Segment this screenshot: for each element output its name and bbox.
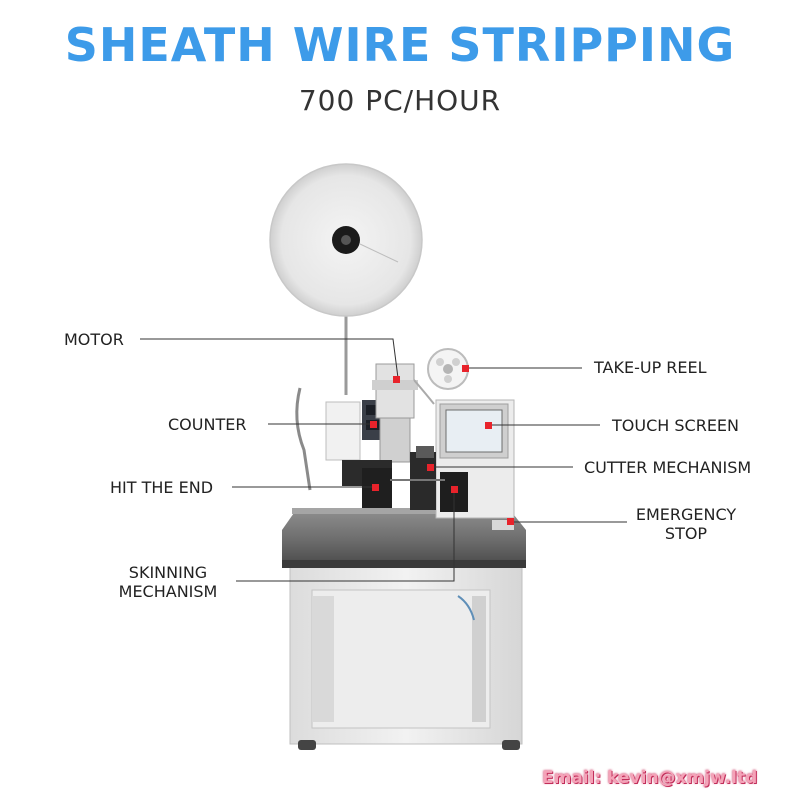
control-box <box>435 399 515 530</box>
motor-housing <box>375 363 415 419</box>
leader-lines <box>140 338 627 582</box>
markers <box>370 365 514 525</box>
touch-screen-display <box>445 409 503 453</box>
cutter-marker <box>427 464 434 471</box>
skinning-mechanism-label-line1: SKINNING <box>128 563 208 582</box>
skinning-mechanism-label-line2: MECHANISM <box>118 582 218 601</box>
emergency-stop-label-line1: EMERGENCY <box>635 505 737 524</box>
counter-marker <box>370 421 377 428</box>
motor-marker <box>393 376 400 383</box>
counter-label: COUNTER <box>168 415 247 434</box>
take-up-reel-marker <box>462 365 469 372</box>
hit-the-end-marker <box>372 484 379 491</box>
table-top <box>282 508 526 568</box>
skinning-leader <box>236 490 455 582</box>
emergency-stop-marker <box>507 518 514 525</box>
take-up-reel-wheel <box>413 348 469 405</box>
skinning-marker <box>451 486 458 493</box>
touch-screen-label: TOUCH SCREEN <box>612 416 739 435</box>
emergency-stop-label: EMERGENCY STOP <box>626 505 746 543</box>
motor-label: MOTOR <box>64 330 124 349</box>
take-up-reel-label: TAKE-UP REEL <box>594 358 707 377</box>
emergency-stop-label-line2: STOP <box>664 524 708 543</box>
touch-screen-marker <box>485 422 492 429</box>
motor-leader <box>140 338 399 379</box>
caster-left <box>298 740 316 750</box>
page-subtitle: 700 PC/HOUR <box>298 84 502 117</box>
caster-right <box>502 740 520 750</box>
email-watermark: Email: kevin@xmjw.ltd <box>542 768 758 788</box>
page-title: SHEATH WIRE STRIPPING <box>64 18 736 72</box>
hit-the-end-label: HIT THE END <box>110 478 214 497</box>
cutter-mechanism-label: CUTTER MECHANISM <box>584 458 752 477</box>
cabinet <box>289 565 523 750</box>
wire-reel <box>269 163 423 395</box>
skinning-mechanism-label: SKINNING MECHANISM <box>106 563 230 601</box>
